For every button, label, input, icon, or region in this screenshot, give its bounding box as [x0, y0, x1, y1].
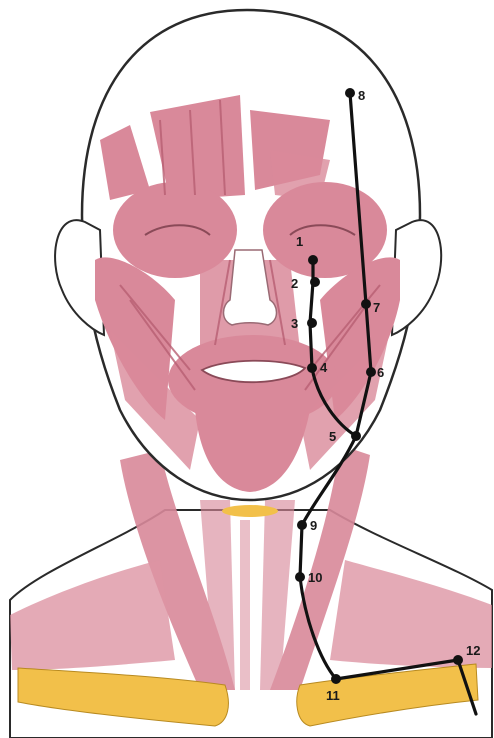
hyoid-bone	[222, 505, 278, 517]
point-9-marker	[297, 520, 307, 530]
point-3-label: 3	[291, 316, 298, 331]
point-1-label: 1	[296, 234, 303, 249]
point-12-marker	[453, 655, 463, 665]
point-7-label: 7	[373, 300, 380, 315]
point-8-marker	[345, 88, 355, 98]
point-10-label: 10	[308, 570, 322, 585]
point-6-marker	[366, 367, 376, 377]
point-9-label: 9	[310, 518, 317, 533]
point-8-label: 8	[358, 88, 365, 103]
point-2-label: 2	[291, 276, 298, 291]
point-4-marker	[307, 363, 317, 373]
point-7-marker	[361, 299, 371, 309]
point-4-label: 4	[320, 360, 328, 375]
point-1-marker	[308, 255, 318, 265]
point-12-label: 12	[466, 643, 480, 658]
point-5-label: 5	[329, 429, 336, 444]
point-3-marker	[307, 318, 317, 328]
point-6-label: 6	[377, 365, 384, 380]
point-10-marker	[295, 572, 305, 582]
point-2-marker	[310, 277, 320, 287]
point-11-marker	[331, 674, 341, 684]
point-5-marker	[351, 431, 361, 441]
point-11-label: 11	[326, 688, 340, 703]
